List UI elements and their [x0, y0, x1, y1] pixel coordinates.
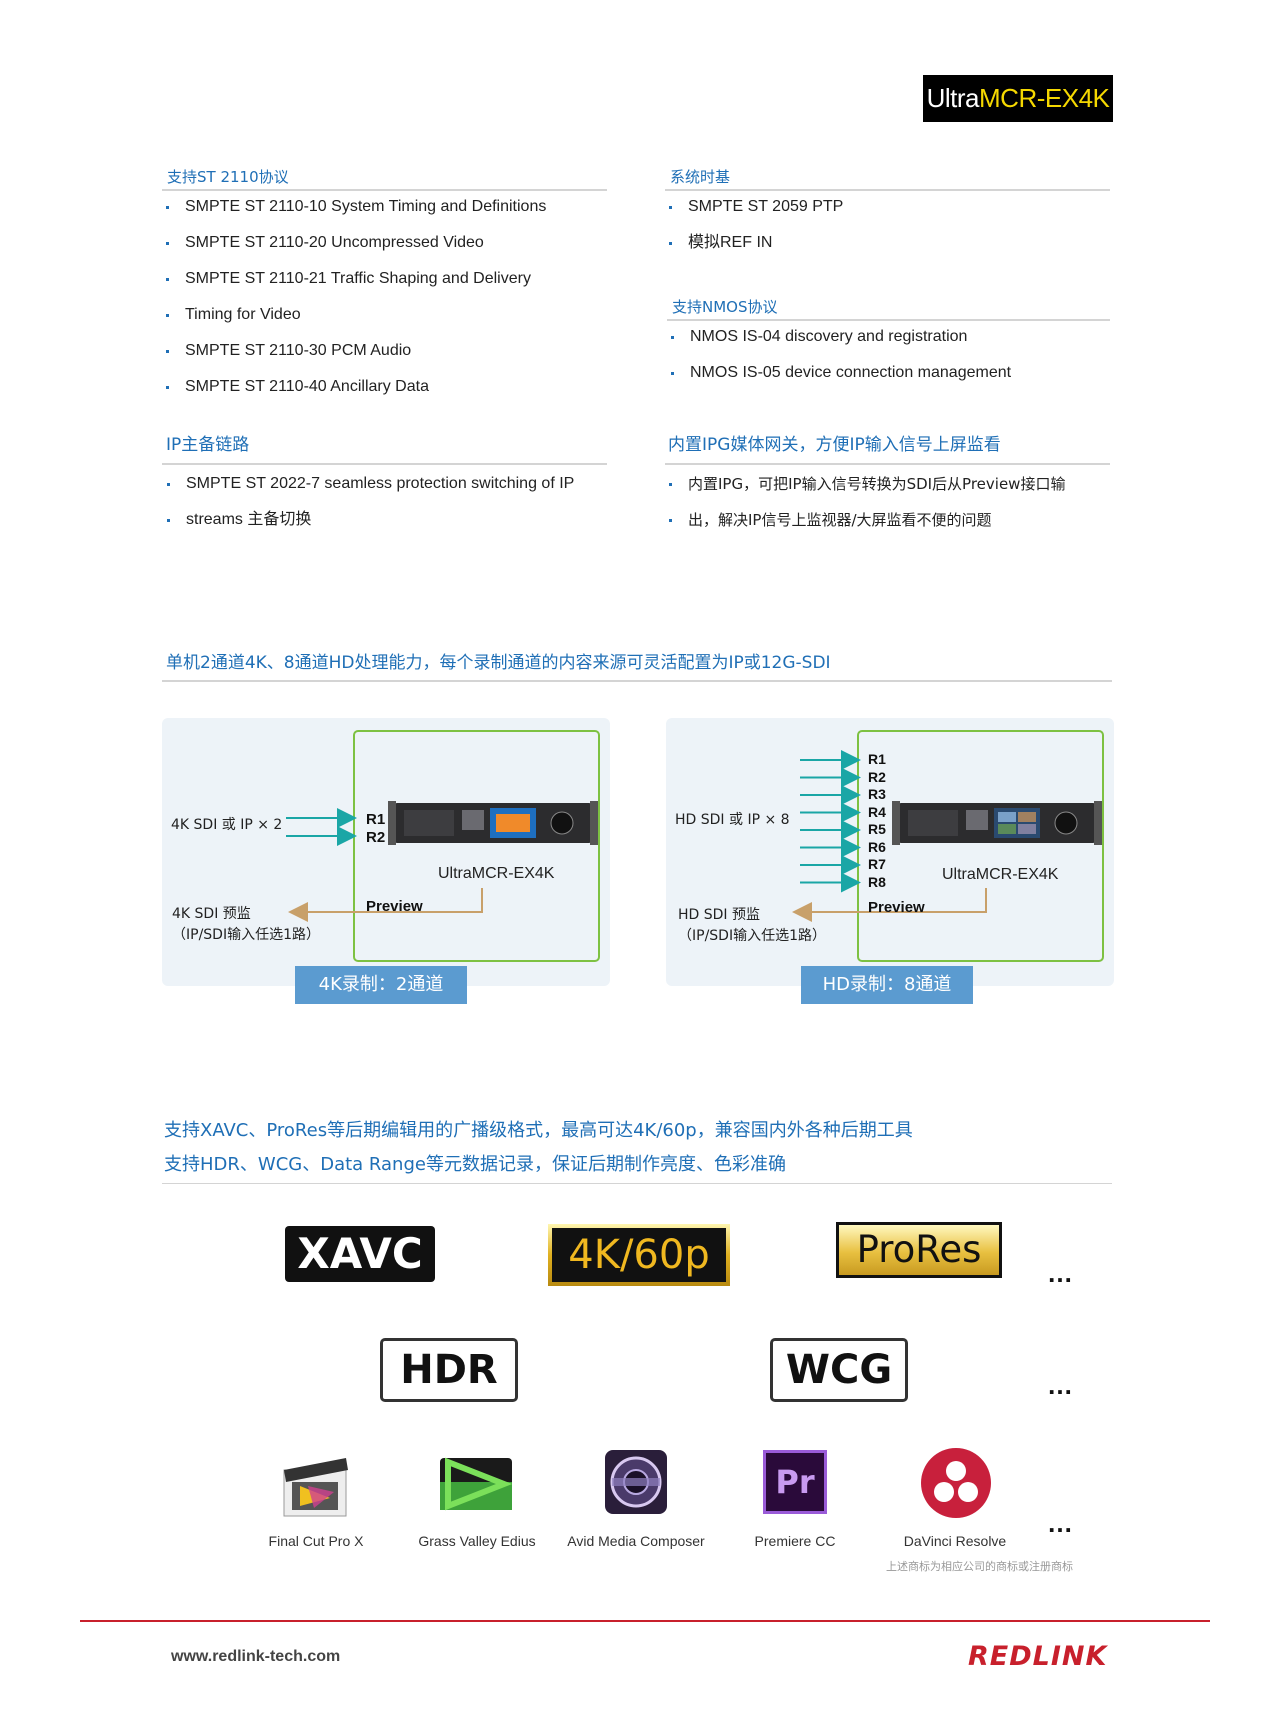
st2110-rule: [162, 189, 607, 191]
ip-redundancy-rule: [162, 463, 607, 465]
app-label-edius: Grass Valley Edius: [418, 1533, 536, 1549]
diagram-4k-arrows: [286, 801, 598, 922]
app-label-final-cut: Final Cut Pro X: [268, 1533, 364, 1549]
monitor-sublabel: （IP/SDI输入任选1路）: [172, 927, 320, 943]
xavc-logo: XAVC: [285, 1226, 435, 1282]
formats-line1: 支持XAVC、ProRes等后期编辑用的广播级格式，最高可达4K/60p，兼容国…: [164, 1120, 913, 1141]
channel-label: R2: [366, 829, 386, 846]
input-label: HD SDI 或 IP × 8: [675, 812, 790, 828]
footer-url[interactable]: www.redlink-tech.com: [171, 1648, 341, 1665]
timing-rule: [665, 189, 1110, 191]
monitor-label: HD SDI 预监: [678, 907, 761, 923]
device-frame: [353, 730, 600, 962]
channel-label: R1: [366, 811, 386, 828]
ip-redundancy-title: IP主备链路: [166, 435, 250, 455]
more-metadata-ellipsis: …: [1047, 1370, 1075, 1400]
monitor-label: 4K SDI 预监: [172, 906, 251, 922]
preview-label: Preview: [868, 899, 925, 916]
tab-4k-recording: 4K录制：2通道: [295, 966, 467, 1004]
list-item: NMOS IS-05 device connection management: [670, 355, 1011, 391]
st2110-title: 支持ST 2110协议: [167, 168, 289, 186]
list-item: SMPTE ST 2110-40 Ancillary Data: [165, 369, 546, 405]
nmos-title: 支持NMOS协议: [672, 298, 778, 316]
final-cut-pro-icon: [283, 1458, 348, 1517]
ipg-list: 内置IPG，可把IP输入信号转换为SDI后从Preview接口输 出，解决IP信…: [668, 466, 1065, 538]
list-item-continuation: 出，解决IP信号上监视器/大屏监看不便的问题: [668, 502, 1065, 538]
channel-label: R6: [868, 838, 886, 855]
timing-title: 系统时基: [670, 168, 731, 186]
capacity-rule: [162, 680, 1112, 682]
app-label-davinci: DaVinci Resolve: [903, 1533, 1007, 1549]
device-name: UltraMCR-EX4K: [942, 866, 1059, 883]
list-item-continuation: Timing for Video: [165, 297, 546, 333]
channel-label: R5: [868, 821, 886, 837]
preview-arrow: [792, 888, 987, 922]
ipg-rule: [665, 463, 1110, 465]
tab-hd-recording: HD录制：8通道: [801, 966, 973, 1004]
more-apps-ellipsis: …: [1047, 1508, 1075, 1538]
edius-icon: [440, 1457, 513, 1511]
badge-part2: MCR-EX4K: [979, 83, 1110, 113]
badge-part1: Ultra: [926, 83, 980, 113]
list-item-continuation: streams 主备切换: [166, 502, 574, 538]
list-item: 模拟REF IN: [668, 225, 843, 261]
list-item: SMPTE ST 2110-20 Uncompressed Video: [165, 225, 546, 261]
redlink-logo: REDLINK: [968, 1641, 1108, 1672]
nmos-rule: [667, 319, 1110, 321]
recorder-device-image: [388, 801, 598, 845]
input-arrows: [800, 750, 861, 893]
list-item: SMPTE ST 2059 PTP: [668, 189, 843, 225]
channel-label: R3: [868, 786, 886, 802]
app-label-premiere: Premiere CC: [754, 1533, 836, 1549]
premiere-icon: Pr: [763, 1450, 827, 1514]
ip-redundancy-list: SMPTE ST 2022-7 seamless protection swit…: [166, 466, 574, 538]
nmos-list: NMOS IS-04 discovery and registration NM…: [670, 319, 1011, 391]
diagram-4k: 4K SDI 或 IP × 2 R1 R2 UltraMCR-EX4K Prev…: [162, 718, 610, 986]
channel-label: R1: [868, 751, 886, 767]
trademark-note: 上述商标为相应公司的商标或注册商标: [886, 1560, 1073, 1573]
monitor-sublabel: （IP/SDI输入任选1路）: [678, 928, 826, 944]
preview-label: Preview: [366, 898, 423, 915]
list-item: SMPTE ST 2022-7 seamless protection swit…: [166, 466, 574, 502]
list-item: SMPTE ST 2110-10 System Timing and Defin…: [165, 189, 546, 225]
4k60p-text: 4K/60p: [552, 1228, 726, 1282]
diagram-hd-arrows: [792, 750, 1102, 922]
device-name: UltraMCR-EX4K: [438, 865, 555, 882]
product-badge: UltraMCR-EX4K: [923, 75, 1113, 122]
channel-label: R8: [868, 873, 886, 890]
channel-label: R2: [868, 768, 886, 785]
more-formats-ellipsis: …: [1047, 1258, 1075, 1288]
capacity-title: 单机2通道4K、8通道HD处理能力，每个录制通道的内容来源可灵活配置为IP或12…: [166, 653, 831, 673]
hdr-logo: HDR: [380, 1338, 518, 1402]
list-item: 内置IPG，可把IP输入信号转换为SDI后从Preview接口输: [668, 466, 1065, 502]
input-label: 4K SDI 或 IP × 2: [171, 817, 283, 833]
prores-logo: ProRes: [836, 1222, 1002, 1278]
recorder-device-image: [892, 801, 1102, 845]
avid-icon: [605, 1450, 667, 1514]
preview-arrow: [288, 888, 483, 922]
timing-list: SMPTE ST 2059 PTP 模拟REF IN: [668, 189, 843, 261]
ipg-title: 内置IPG媒体网关，方便IP输入信号上屏监看: [668, 435, 1001, 455]
4k60p-logo: 4K/60p: [548, 1224, 730, 1286]
formats-line2: 支持HDR、WCG、Data Range等元数据记录，保证后期制作亮度、色彩准确: [164, 1154, 786, 1175]
channel-label: R7: [868, 856, 886, 872]
list-item: SMPTE ST 2110-21 Traffic Shaping and Del…: [165, 261, 546, 297]
wcg-logo: WCG: [770, 1338, 908, 1402]
list-item: SMPTE ST 2110-30 PCM Audio: [165, 333, 546, 369]
list-item: NMOS IS-04 discovery and registration: [670, 319, 1011, 355]
channel-label: R4: [868, 803, 886, 820]
footer-rule: [80, 1620, 1210, 1622]
app-label-avid: Avid Media Composer: [567, 1533, 705, 1549]
st2110-list: SMPTE ST 2110-10 System Timing and Defin…: [165, 189, 546, 405]
formats-rule: [162, 1183, 1112, 1184]
davinci-icon: [921, 1448, 991, 1518]
